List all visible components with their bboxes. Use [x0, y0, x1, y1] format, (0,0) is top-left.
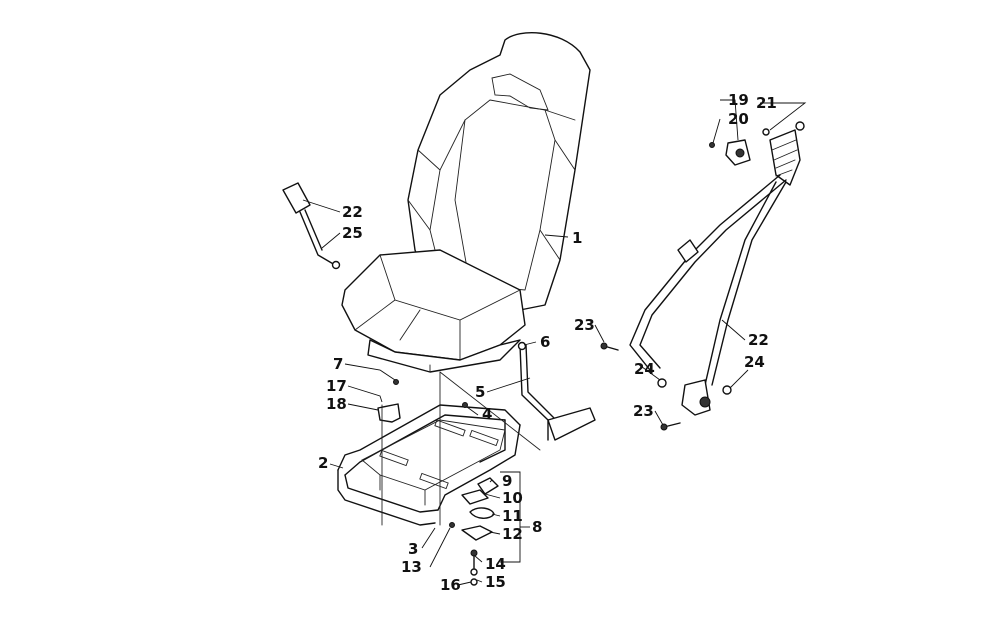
- callout-22-right: 22: [748, 331, 769, 349]
- callout-9: 9: [502, 472, 512, 490]
- seat-belt-right-drawing: [600, 121, 805, 431]
- callout-13: 13: [401, 558, 422, 576]
- leader-lines: [302, 99, 807, 586]
- callout-24-left: 24: [634, 360, 655, 378]
- callout-1: 1: [572, 229, 582, 247]
- callout-23-upper: 23: [574, 316, 595, 334]
- callout-11: 11: [502, 507, 523, 525]
- callout-2: 2: [318, 454, 328, 472]
- callout-19: 19: [728, 91, 749, 109]
- callout-6: 6: [540, 333, 550, 351]
- callout-20: 20: [728, 110, 749, 128]
- callout-3: 3: [408, 540, 418, 558]
- callout-21: 21: [756, 94, 777, 112]
- callout-10: 10: [502, 489, 523, 507]
- slide-rail-drawing: [439, 341, 596, 451]
- callout-15: 15: [485, 573, 506, 591]
- callout-16: 16: [440, 576, 461, 594]
- seat-frame-drawing: [337, 371, 521, 526]
- callout-8: 8: [532, 518, 542, 536]
- seat-drawing: [341, 32, 591, 373]
- callout-24-right: 24: [744, 353, 765, 371]
- callout-12: 12: [502, 525, 523, 543]
- callout-labels: 1 2 3 4 5 6 7 8 9 10 11 12 13 14 15 16 1…: [318, 91, 777, 594]
- callout-25: 25: [342, 224, 363, 242]
- callout-18: 18: [326, 395, 347, 413]
- callout-14: 14: [485, 555, 506, 573]
- belt-buckle-left-drawing: [282, 182, 341, 270]
- callout-23-lower: 23: [633, 402, 654, 420]
- callout-5: 5: [475, 383, 485, 401]
- callout-17: 17: [326, 377, 347, 395]
- callout-22-left: 22: [342, 203, 363, 221]
- callout-7: 7: [333, 355, 343, 373]
- callout-4: 4: [482, 405, 492, 423]
